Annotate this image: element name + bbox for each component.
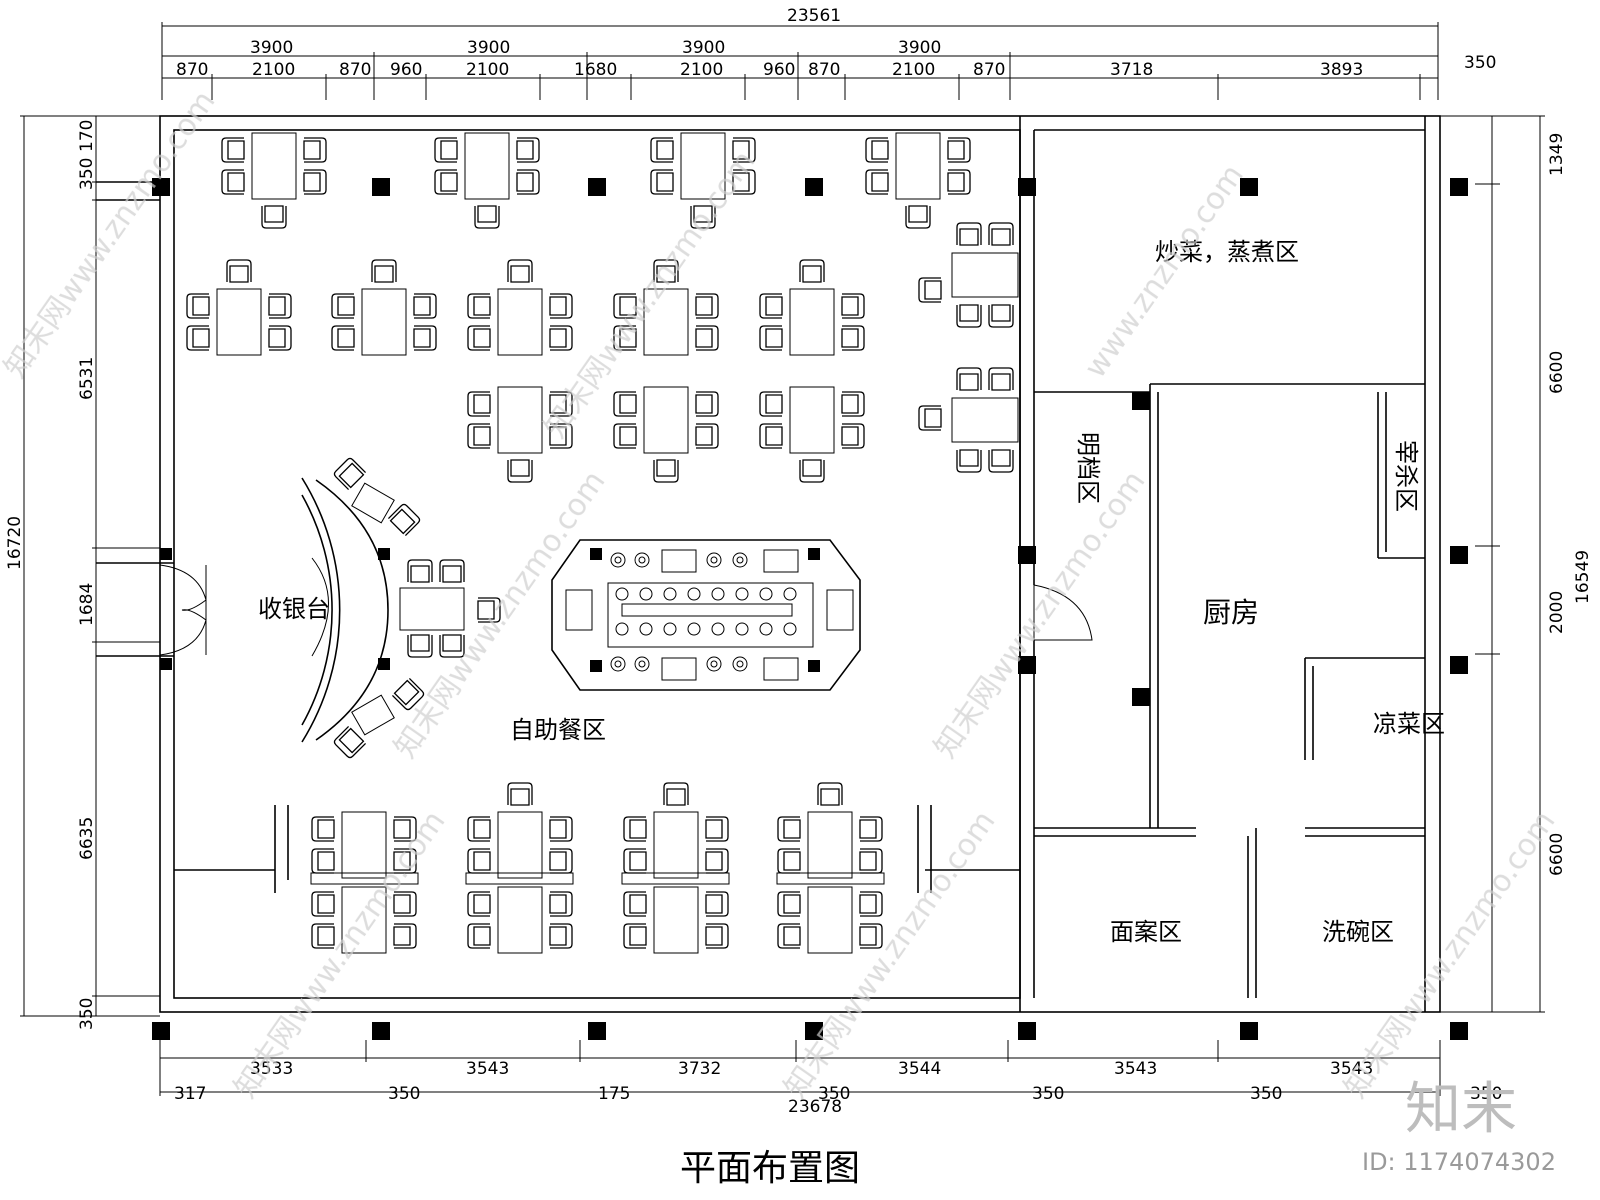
dim-top-sub-11: 870 — [973, 60, 1005, 80]
dim-top-bay-5: 3718 — [1110, 60, 1153, 80]
dim-top-bay-4: 3900 — [898, 38, 941, 58]
buffet-station — [551, 539, 861, 691]
dim-bot-col-5: 350 — [1032, 1084, 1064, 1104]
dim-bot-col-2: 350 — [388, 1084, 420, 1104]
dim-right-3: 2000 — [1547, 591, 1567, 634]
dim-left-4: 1684 — [77, 583, 97, 626]
dim-top-sub-9: 870 — [808, 60, 840, 80]
dim-top-sub-6: 1680 — [574, 60, 617, 80]
dim-right-total: 16549 — [1573, 550, 1593, 604]
dim-top-total: 23561 — [787, 6, 841, 26]
dimension-lines-top — [161, 22, 1439, 100]
dim-top-sub-5: 2100 — [466, 60, 509, 80]
dim-bot-bay-6: 3543 — [1330, 1059, 1373, 1079]
dim-left-1: 170 — [77, 120, 97, 152]
dim-right-4: 6600 — [1547, 833, 1567, 876]
dim-top-bay-7: 350 — [1464, 53, 1496, 73]
cashier-counter — [301, 456, 501, 760]
dim-bot-col-6: 350 — [1250, 1084, 1282, 1104]
dim-bot-col-4: 350 — [818, 1084, 850, 1104]
watermark-1: 知末网www.znzmo.com — [0, 85, 222, 385]
dimension-lines-right — [1440, 115, 1545, 1013]
watermark-5: 知末网www.znzmo.com — [928, 465, 1153, 765]
watermark-7: 知末网www.znzmo.com — [778, 805, 1003, 1105]
watermarks: 知末网www.znzmo.com 知末网www.znzmo.com www.zn… — [0, 85, 1562, 1105]
dim-top-bay-3: 3900 — [682, 38, 725, 58]
dim-right-1: 1349 — [1547, 133, 1567, 176]
entrance-door — [159, 564, 207, 656]
kitchen-door — [1033, 584, 1093, 641]
dough-area-label: 面案区 — [1110, 918, 1182, 946]
dim-left-total: 16720 — [5, 516, 25, 570]
slaughter-area-label: 宰杀区 — [1392, 440, 1420, 512]
dishwashing-area-label: 洗碗区 — [1322, 918, 1394, 946]
dim-bot-bay-3: 3732 — [678, 1059, 721, 1079]
dim-top-sub-10: 2100 — [892, 60, 935, 80]
dim-bot-col-7: 350 — [1470, 1084, 1502, 1104]
dim-top-bay-2: 3900 — [467, 38, 510, 58]
dining-tables-bottom-row — [310, 783, 885, 953]
plan-title: 平面布置图 — [680, 1148, 860, 1189]
dim-top-sub-2: 2100 — [252, 60, 295, 80]
dimension-texts-right: 1349 6600 16549 2000 6600 — [1547, 133, 1593, 876]
watermark-6: 知末网www.znzmo.com — [228, 805, 453, 1105]
dim-top-bay-1: 3900 — [250, 38, 293, 58]
dim-top-sub-8: 960 — [763, 60, 795, 80]
brand-logo: 知末 — [1405, 1077, 1517, 1142]
dim-top-sub-1: 870 — [176, 60, 208, 80]
dim-left-3: 6531 — [77, 357, 97, 400]
dim-bot-col-1: 317 — [174, 1084, 206, 1104]
dim-bot-bay-4: 3544 — [898, 1059, 941, 1079]
watermark-8: 知末网www.znzmo.com — [1338, 805, 1563, 1105]
dining-area-label: 自助餐区 — [510, 716, 606, 744]
dim-top-sub-4: 960 — [390, 60, 422, 80]
dim-bot-bay-1: 3533 — [250, 1059, 293, 1079]
dim-bot-total: 23678 — [788, 1097, 842, 1117]
dim-top-sub-7: 2100 — [680, 60, 723, 80]
mingdang-area-label: 明档区 — [1074, 432, 1102, 504]
dim-top-sub-3: 870 — [339, 60, 371, 80]
cold-dish-area-label: 凉菜区 — [1373, 710, 1445, 738]
cashier-label: 收银台 — [258, 595, 330, 623]
dim-left-5: 6635 — [77, 817, 97, 860]
dim-bot-bay-5: 3543 — [1114, 1059, 1157, 1079]
watermark-3: www.znzmo.com — [1078, 158, 1251, 384]
dimension-texts-top: 23561 3900 3900 3900 3900 3718 3893 350 … — [176, 6, 1496, 80]
dimension-texts-bottom: 3533 3543 3732 3544 3543 3543 317 350 17… — [174, 1059, 1502, 1117]
dim-top-bay-6: 3893 — [1320, 60, 1363, 80]
dim-left-2: 350 — [77, 158, 97, 190]
dim-bot-bay-2: 3543 — [466, 1059, 509, 1079]
dim-left-6: 350 — [77, 998, 97, 1030]
dim-bot-col-3: 175 — [598, 1084, 630, 1104]
kitchen-label: 厨房 — [1203, 596, 1259, 629]
image-id: ID: 1174074302 — [1362, 1148, 1556, 1176]
stir-fry-area-label: 炒菜，蒸煮区 — [1155, 238, 1299, 266]
columns — [152, 178, 1468, 1040]
dim-right-2: 6600 — [1547, 351, 1567, 394]
dimension-texts-left: 16720 170 350 6531 1684 6635 350 — [5, 120, 97, 1030]
dimension-lines-bottom — [159, 1040, 1441, 1096]
